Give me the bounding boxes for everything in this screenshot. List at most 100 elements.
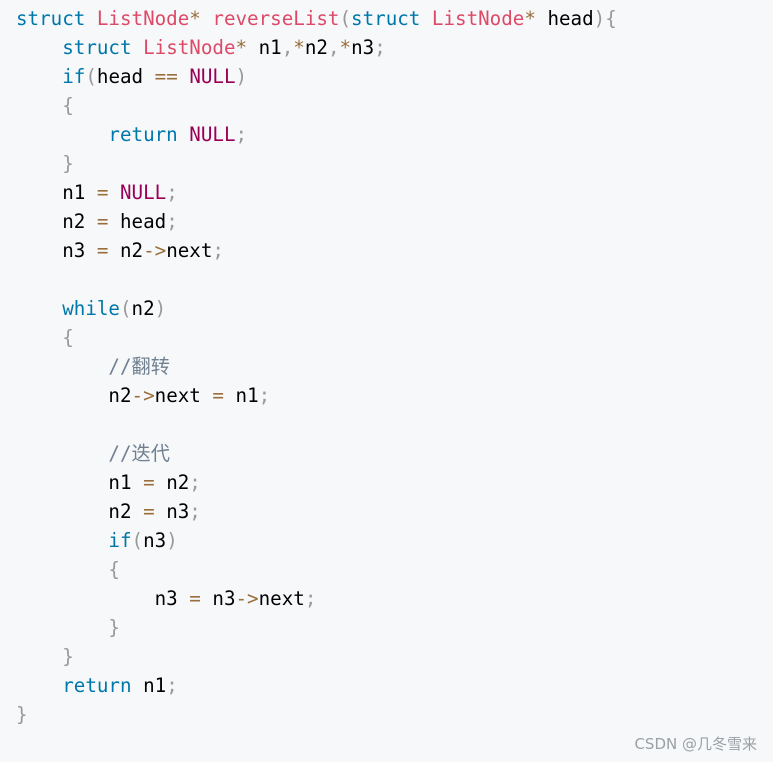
code-line: } (16, 642, 773, 671)
code-token: , (281, 36, 294, 59)
code-token: n2 (304, 36, 328, 59)
code-line: struct ListNode* n1,*n2,*n3; (16, 33, 773, 62)
code-token: n1 (16, 181, 97, 204)
code-token: { (62, 326, 74, 349)
code-token: ; (212, 239, 224, 262)
code-line: n3 = n3->next; (16, 584, 773, 613)
code-line: { (16, 323, 773, 352)
code-token: ( (85, 65, 97, 88)
code-token: ( (339, 7, 352, 30)
code-line: ​ (16, 410, 773, 439)
code-token: , (327, 36, 340, 59)
code-lines: struct ListNode* reverseList(struct List… (16, 4, 773, 729)
code-token: ; (189, 500, 201, 523)
code-token: } (16, 703, 28, 726)
code-token: ; (235, 123, 248, 146)
code-line: n2->next = n1; (16, 381, 773, 410)
code-token: ; (304, 587, 317, 610)
code-token: -> (143, 239, 167, 262)
code-token: //迭代 (108, 442, 170, 465)
code-token: ; (166, 210, 178, 233)
code-token: } (62, 152, 74, 175)
code-line: n2 = n3; (16, 497, 773, 526)
code-line: return n1; (16, 671, 773, 700)
code-token: ListNode (96, 7, 190, 30)
code-token (16, 152, 62, 175)
code-token: NULL (189, 65, 236, 88)
code-token: n2 (131, 297, 155, 320)
code-token: ( (131, 529, 144, 552)
code-token: NULL (120, 181, 167, 204)
code-line: } (16, 149, 773, 178)
code-token: { (62, 94, 74, 117)
code-token: struct (62, 36, 144, 59)
code-token: n1 (16, 471, 144, 494)
code-token (108, 181, 120, 204)
code-token (16, 65, 62, 88)
code-line: } (16, 700, 773, 729)
code-token: ){ (593, 7, 617, 30)
code-line: if(head == NULL) (16, 62, 773, 91)
code-line: //迭代 (16, 439, 773, 468)
code-token: n2 (16, 500, 144, 523)
code-line: n1 = NULL; (16, 178, 773, 207)
code-token: } (108, 616, 120, 639)
code-token (16, 297, 62, 320)
code-token (16, 355, 108, 378)
code-token: return (62, 674, 132, 697)
code-line: { (16, 555, 773, 584)
code-token: n2 (154, 471, 190, 494)
code-token: ; (166, 674, 178, 697)
code-token: n3 (154, 500, 190, 523)
code-token (16, 36, 62, 59)
code-token: n3 (200, 587, 236, 610)
code-token: = (212, 384, 224, 407)
code-token (16, 442, 108, 465)
code-token: ListNode (431, 7, 525, 30)
code-token: n3 (143, 529, 167, 552)
code-line: { (16, 91, 773, 120)
code-line: n3 = n2->next; (16, 236, 773, 265)
code-token: n1 (131, 674, 167, 697)
code-token: reverseList (212, 7, 340, 30)
code-line: return NULL; (16, 120, 773, 149)
code-token: } (62, 645, 74, 668)
code-token (16, 94, 62, 117)
code-token: //翻转 (108, 355, 170, 378)
code-token (16, 326, 62, 349)
code-token: n1 (223, 384, 259, 407)
code-token: n3 (351, 36, 375, 59)
code-token: n2 (16, 384, 132, 407)
code-token: n1 (258, 36, 282, 59)
code-line: //翻转 (16, 352, 773, 381)
code-token (16, 529, 108, 552)
code-line: struct ListNode* reverseList(struct List… (16, 4, 773, 33)
code-token: -> (235, 587, 259, 610)
code-token: while (62, 297, 120, 320)
code-token: ; (189, 471, 201, 494)
watermark: CSDN @几冬雪来 (634, 735, 757, 753)
code-line: n2 = head; (16, 207, 773, 236)
code-token (178, 65, 190, 88)
code-token: ( (119, 297, 132, 320)
code-token: ; (374, 36, 386, 59)
code-token: next (258, 587, 305, 610)
code-token: = (143, 471, 155, 494)
code-line: if(n3) (16, 526, 773, 555)
code-token: = (96, 181, 109, 204)
code-token: ; (166, 181, 178, 204)
code-token: = (96, 210, 109, 233)
code-token: if (108, 529, 132, 552)
code-line: n1 = n2; (16, 468, 773, 497)
code-token: head (96, 65, 155, 88)
code-token: n2 (16, 210, 97, 233)
code-token: next (154, 384, 213, 407)
code-token: struct (16, 7, 97, 30)
code-token: struct (351, 7, 432, 30)
code-token: n3 (16, 239, 97, 262)
code-line: while(n2) (16, 294, 773, 323)
code-token: * (339, 36, 352, 59)
code-token: if (62, 65, 86, 88)
code-token: n2 (108, 239, 144, 262)
